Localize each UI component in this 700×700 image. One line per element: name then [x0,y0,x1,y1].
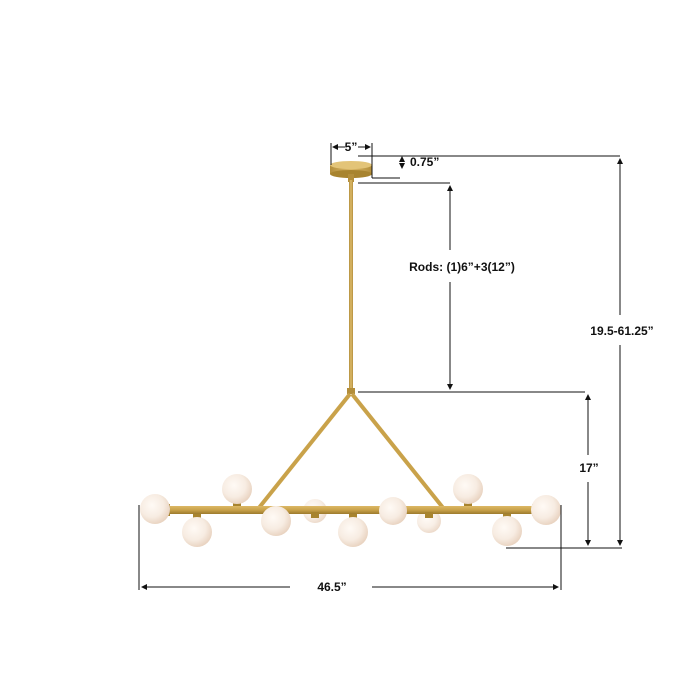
globe [222,474,252,504]
canopy [330,161,372,182]
chandelier [140,161,561,547]
canopy-height-label: 0.75” [410,155,439,169]
globe [140,494,170,524]
fixture-width-label: 46.5” [317,580,346,594]
globe [261,506,291,536]
globe [338,517,368,547]
dimension-lines [138,143,623,590]
globe [417,509,441,533]
canopy-width-label: 5” [345,140,358,154]
support-arm-left [256,392,352,511]
globe [182,517,212,547]
fixture-height-label: 17” [579,461,598,475]
downrod [349,180,353,392]
globe [531,495,561,525]
overall-height-label: 19.5-61.25” [590,324,653,338]
globe [379,497,407,525]
globe [492,516,522,546]
horizontal-bar [166,506,542,514]
support-arm-right [350,392,446,511]
globe [453,474,483,504]
rods-label: Rods: (1)6”+3(12”) [409,260,515,274]
